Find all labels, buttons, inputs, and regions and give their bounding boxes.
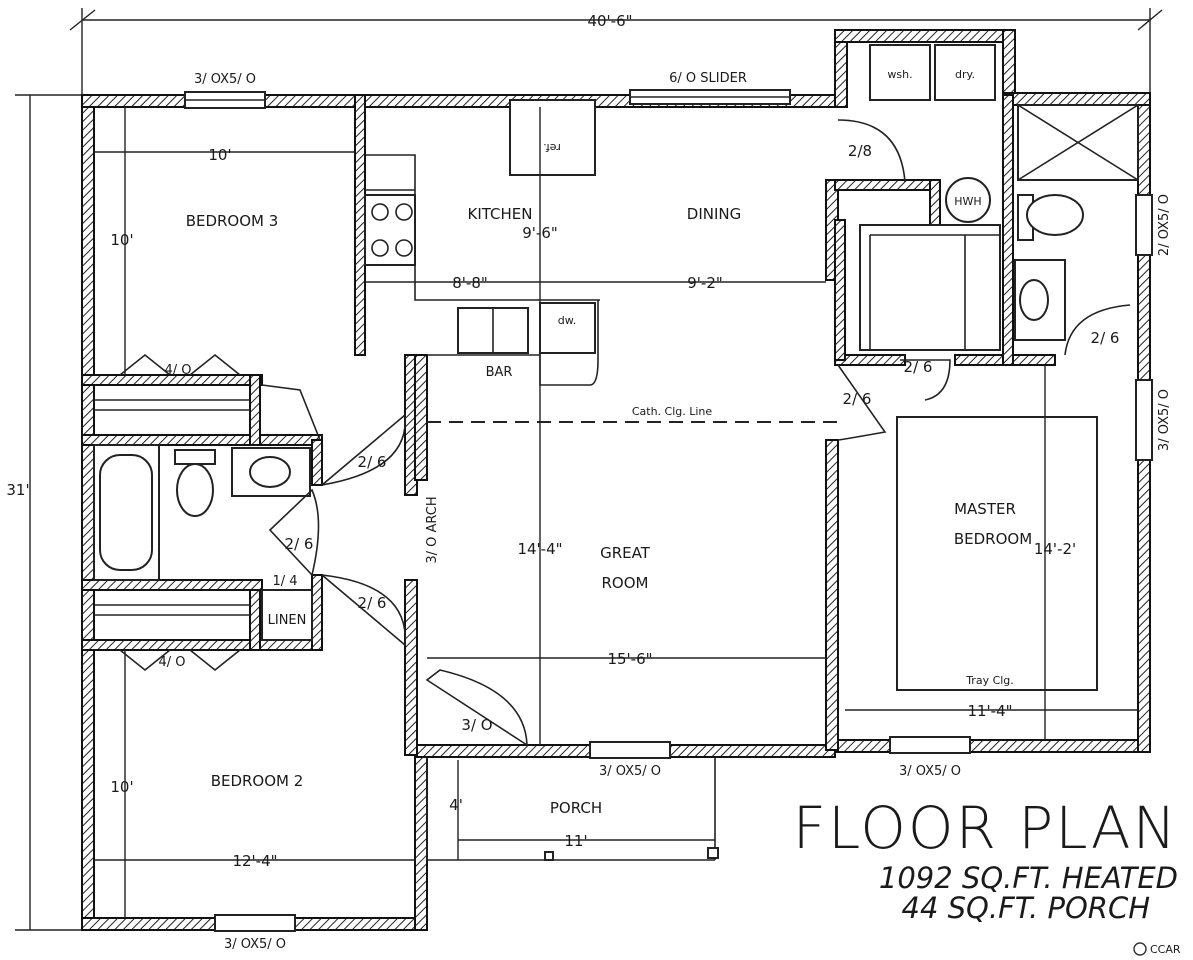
tray-ceiling-note: Tray Clg. bbox=[965, 674, 1014, 687]
room-label-bedroom-2: BEDROOM 2 bbox=[211, 772, 304, 790]
door-label-entry: 3/ O bbox=[461, 716, 492, 734]
overall-dimensions: 40'-6" 31' bbox=[6, 8, 1163, 931]
dim-porch-width: 11' bbox=[564, 832, 587, 850]
water-heater-label: HWH bbox=[954, 195, 981, 208]
overall-width-label: 40'-6" bbox=[587, 12, 632, 30]
refrigerator-label: ref. bbox=[543, 141, 561, 154]
door-label-master-closet: 2/ 6 bbox=[904, 358, 933, 376]
stat-heated: 1092 SQ.FT. HEATED bbox=[879, 861, 1178, 895]
room-label-porch: PORCH bbox=[550, 799, 602, 817]
dim-dining-width: 9'-2" bbox=[687, 274, 723, 292]
overall-depth-label: 31' bbox=[6, 481, 29, 499]
window-label-bath-right: 2/ OX5/ O bbox=[1157, 194, 1172, 256]
interior-walls bbox=[81, 94, 1056, 756]
window-label-bed3-top: 3/ OX5/ O bbox=[194, 72, 256, 87]
dim-great-depth: 14'-4" bbox=[517, 540, 562, 558]
slider-label: 6/ O SLIDER bbox=[669, 71, 747, 86]
porch-outline bbox=[426, 757, 719, 861]
door-label-master-bath: 2/ 6 bbox=[1091, 329, 1120, 347]
room-label-linen: LINEN bbox=[268, 613, 307, 628]
dim-bed3-width: 10' bbox=[208, 146, 231, 164]
hall-bath-fixtures bbox=[93, 444, 313, 641]
door-label-master: 2/ 6 bbox=[843, 390, 872, 408]
dim-master-depth: 14'-2' bbox=[1034, 540, 1076, 558]
door-label-hall-3: 2/ 6 bbox=[358, 594, 387, 612]
door-swings bbox=[268, 359, 951, 747]
watermark-text: CCAR bbox=[1150, 943, 1181, 956]
dim-kitchen-width: 8'-8" bbox=[452, 274, 488, 292]
door-label-linen: 1/ 4 bbox=[272, 574, 297, 589]
arch-label: 3/ O ARCH bbox=[425, 496, 440, 563]
dim-bed2-depth: 10' bbox=[110, 778, 133, 796]
room-label-great-2: ROOM bbox=[602, 574, 649, 592]
room-label-bedroom-3: BEDROOM 3 bbox=[186, 212, 279, 230]
windows bbox=[184, 89, 1153, 932]
dryer-label: dry. bbox=[955, 68, 975, 81]
laundry-fixtures bbox=[837, 44, 996, 223]
plan-title: FLOOR PLAN bbox=[793, 794, 1178, 862]
door-label-hall-1: 2/ 6 bbox=[358, 453, 387, 471]
dim-bed2-width: 12'-4" bbox=[232, 852, 277, 870]
room-label-bar: BAR bbox=[486, 365, 513, 380]
door-label-laundry: 2/8 bbox=[848, 142, 872, 160]
dishwasher-label: dw. bbox=[558, 314, 576, 327]
room-label-master-1: MASTER bbox=[954, 500, 1016, 518]
dim-porch-depth: 4' bbox=[449, 796, 463, 814]
window-label-great-front: 3/ OX5/ O bbox=[599, 764, 661, 779]
door-label-hall-2: 2/ 6 bbox=[285, 535, 314, 553]
window-label-master-front: 3/ OX5/ O bbox=[899, 764, 961, 779]
closets bbox=[94, 353, 321, 672]
dim-bed3-depth: 10' bbox=[110, 231, 133, 249]
room-label-master-2: BEDROOM bbox=[954, 530, 1032, 548]
kitchen-fixtures bbox=[364, 99, 600, 386]
dim-great-width: 15'-6" bbox=[607, 650, 652, 668]
dim-master-width: 11'-4" bbox=[967, 702, 1012, 720]
cath-ceiling-note: Cath. Clg. Line bbox=[632, 405, 713, 418]
room-label-kitchen: KITCHEN bbox=[468, 205, 533, 223]
watermark: CCAR bbox=[1133, 942, 1181, 956]
room-label-dining: DINING bbox=[687, 205, 741, 223]
interior-dimension-lines bbox=[94, 107, 1138, 918]
window-label-bed2-bottom: 3/ OX5/ O bbox=[224, 937, 286, 952]
stat-porch: 44 SQ.FT. PORCH bbox=[902, 891, 1151, 925]
closet-label-bed3: 4/ O bbox=[164, 363, 191, 378]
master-bath-fixtures bbox=[859, 104, 1139, 356]
closet-label-bed2: 4/ O bbox=[158, 655, 185, 670]
ceiling-lines bbox=[427, 416, 1098, 691]
washer-label: wsh. bbox=[887, 68, 912, 81]
room-label-great-1: GREAT bbox=[600, 544, 651, 562]
window-label-master-right: 3/ OX5/ O bbox=[1157, 389, 1172, 451]
dim-kitchen-depth: 9'-6" bbox=[522, 224, 558, 242]
